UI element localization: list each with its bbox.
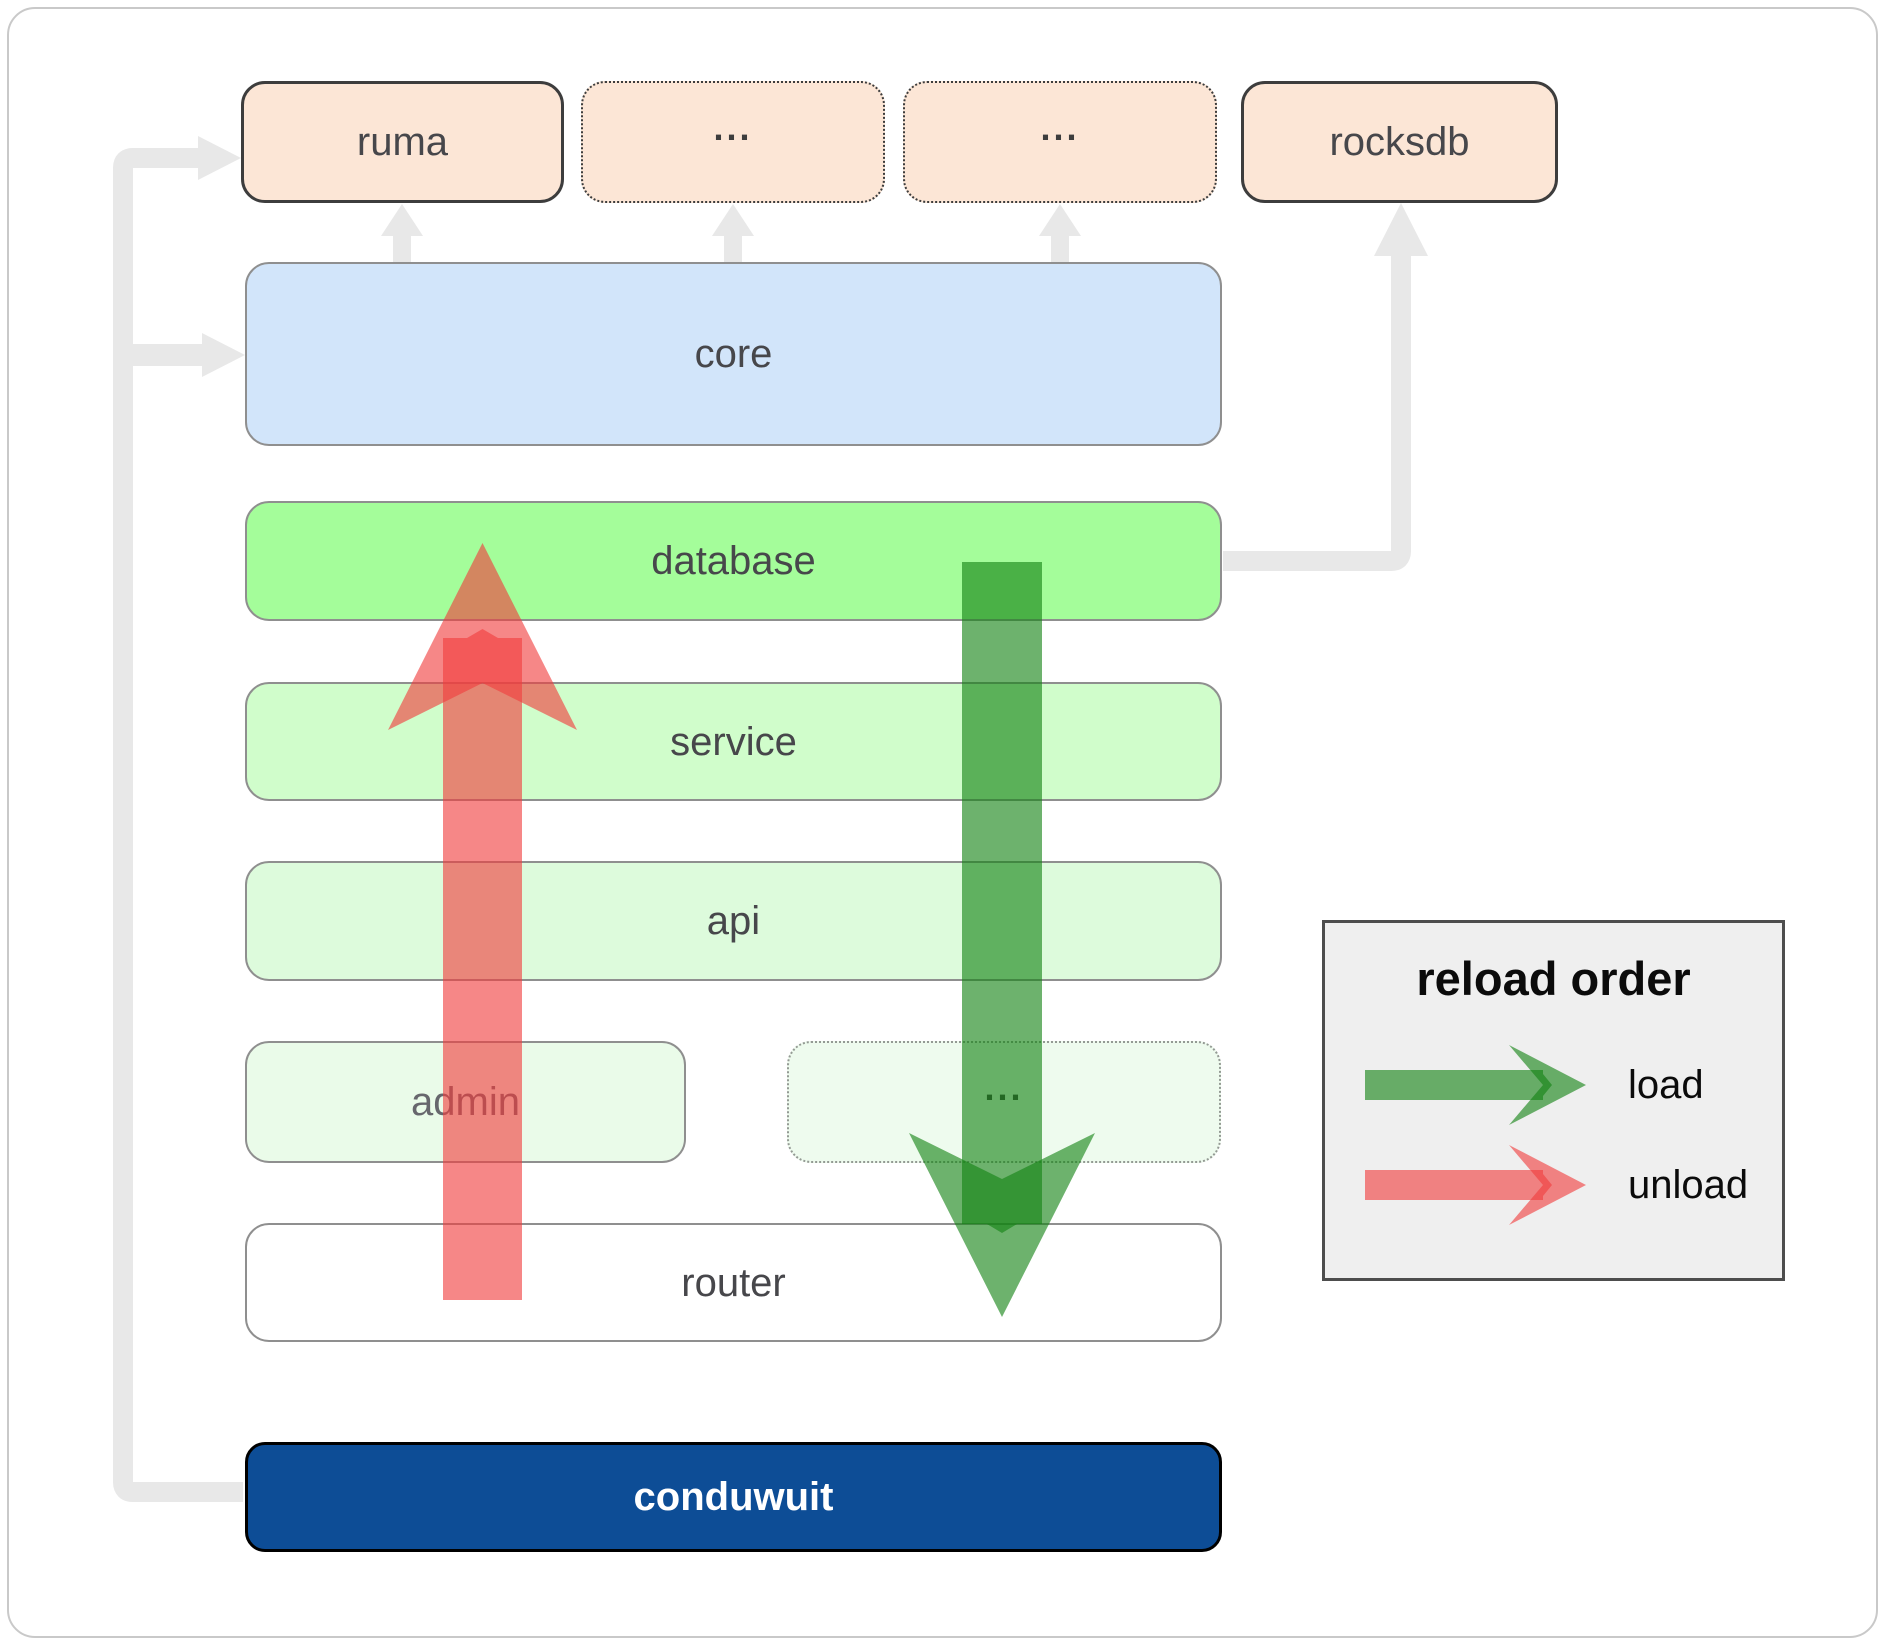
node-router-label: router (681, 1260, 786, 1305)
node-workers: ... (787, 1041, 1221, 1163)
node-core: core (245, 262, 1222, 446)
node-ruma-label: ruma (356, 120, 449, 164)
legend-unload-arrow-head (1509, 1145, 1586, 1225)
connector-core-to-dep2-arrow (712, 204, 754, 262)
node-rocksdb-label: rocksdb (1329, 120, 1470, 164)
node-conduwuit: conduwuit (245, 1442, 1222, 1552)
legend-load-arrow-head (1509, 1045, 1586, 1125)
node-api: api (245, 861, 1222, 981)
legend: reload order load unload (1322, 920, 1785, 1281)
node-dependency-3: ... (903, 81, 1217, 203)
connector-rocksdb-arrowhead (1374, 203, 1428, 256)
node-conduwuit-label: conduwuit (633, 1475, 834, 1519)
node-workers-label: ... (984, 1067, 1024, 1108)
connector-core-to-ruma-arrow (381, 204, 423, 262)
node-service-label: service (670, 719, 797, 764)
legend-unload-label: unload (1628, 1163, 1749, 1207)
node-dependency-2: ... (581, 81, 885, 203)
node-dependency-2-label: ... (713, 107, 753, 148)
node-admin-label: admin (411, 1080, 520, 1124)
connector-ruma-arrowhead (198, 136, 241, 180)
legend-load-arrow-shaft (1365, 1070, 1552, 1100)
legend-title: reload order (1416, 952, 1691, 1005)
connector-database-to-rocksdb (1223, 254, 1411, 571)
node-database: database (245, 501, 1222, 621)
node-router: router (245, 1223, 1222, 1342)
node-admin: admin (245, 1041, 686, 1163)
node-ruma: ruma (241, 81, 564, 203)
node-service: service (245, 682, 1222, 801)
connector-core-arrowhead (202, 333, 245, 377)
node-rocksdb: rocksdb (1241, 81, 1558, 203)
legend-load-label: load (1628, 1063, 1704, 1107)
node-dependency-3-label: ... (1040, 107, 1080, 148)
legend-arrows (1365, 1045, 1586, 1225)
node-core-label: core (694, 332, 773, 376)
node-api-label: api (706, 899, 761, 943)
connector-core-to-dep3-arrow (1039, 204, 1081, 262)
legend-unload-arrow-shaft (1365, 1170, 1552, 1200)
connector-conduwuit-to-top (113, 148, 243, 1502)
node-database-label: database (651, 539, 816, 583)
